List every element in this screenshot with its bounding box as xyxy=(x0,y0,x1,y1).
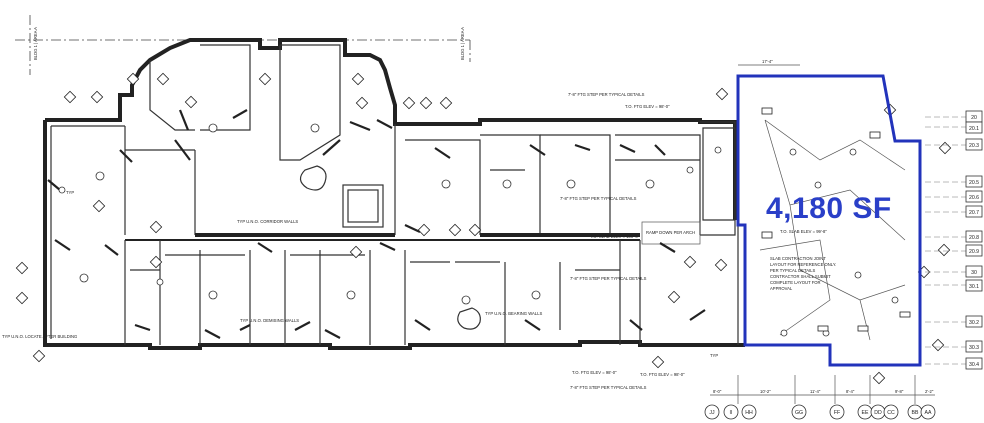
svg-text:DD: DD xyxy=(874,410,882,416)
note-slab-joint-line: COMPLETE LAYOUT FOR xyxy=(770,280,821,285)
unit-wall xyxy=(540,134,701,235)
note-to-ftg-bottom: T.O. FTG ELEV = 98'-0" xyxy=(572,370,617,375)
svg-text:20.1: 20.1 xyxy=(969,126,979,132)
bldg-label-right: BLDG 1 | AREA A xyxy=(460,27,465,60)
grid-bubbles-right xyxy=(965,110,983,370)
note-typ-bottom: TYP xyxy=(710,353,718,358)
note-to-ftg-top: T.O. FTG ELEV = 98'-0" xyxy=(625,104,670,109)
note-to-slab-mid: T.O. SLAB ELEV = 100'-0" xyxy=(590,234,640,239)
svg-text:20.9: 20.9 xyxy=(969,249,979,255)
note-ftg-step-bottom: 7'-8" FTG STEP PER TYPICAL DETAILS xyxy=(570,385,647,390)
utility-blob xyxy=(299,165,327,191)
svg-text:30.1: 30.1 xyxy=(969,284,979,290)
note-typ-demising: TYP U.N.O. DEMISING WALLS xyxy=(240,318,299,323)
svg-text:20: 20 xyxy=(971,115,977,121)
svg-text:10'-2": 10'-2" xyxy=(760,389,771,394)
unit-wall xyxy=(504,240,641,345)
note-ramp-down: RAMP DOWN PER ARCH xyxy=(646,230,695,235)
bldg-label-left: BLDG 1 | AREA A xyxy=(33,27,38,60)
svg-text:20.3: 20.3 xyxy=(969,143,979,149)
svg-text:20.7: 20.7 xyxy=(969,210,979,216)
svg-text:EE: EE xyxy=(862,410,869,416)
svg-text:II: II xyxy=(730,410,733,416)
note-left: TYP U.N.O. LOCATE AFTER BUILDING xyxy=(2,334,77,339)
note-ftg-step-top: 7'-8" FTG STEP PER TYPICAL DETAILS xyxy=(568,92,645,97)
elevation-markers xyxy=(15,72,952,385)
door-swings xyxy=(47,109,706,339)
svg-text:30.3: 30.3 xyxy=(969,345,979,351)
unit-wall xyxy=(124,126,196,235)
grid-bubbles-bottom xyxy=(704,404,936,420)
note-typ-corridor: TYP U.N.O. CORRIDOR WALLS xyxy=(237,219,298,224)
dimension-top: 17'-4" xyxy=(762,59,773,64)
grid-labels-right: 20 20.1 20.3 20.5 20.6 20.7 20.8 20.9 30… xyxy=(969,115,979,368)
note-slab-joint-line: LAYOUT FOR REFERENCE ONLY. xyxy=(770,262,836,267)
grid-labels-bottom: JJ II HH GG FF EE DD CC BB AA xyxy=(709,410,932,416)
svg-text:11'-4": 11'-4" xyxy=(810,389,821,394)
svg-text:20.6: 20.6 xyxy=(969,195,979,201)
svg-text:CC: CC xyxy=(887,410,895,416)
unit-wall xyxy=(149,44,251,131)
note-ftg-step-mid: 7'-8" FTG STEP PER TYPICAL DETAILS xyxy=(560,196,637,201)
svg-text:9'-8": 9'-8" xyxy=(895,389,904,394)
svg-text:BB: BB xyxy=(912,410,919,416)
note-to-slab-right: T.O. SLAB ELEV = 99'-8" xyxy=(780,229,827,234)
dimension-string-bottom: 8'-0" 10'-2" 11'-4" 8'-4" 9'-8" 2'-2" xyxy=(710,375,935,404)
stair-core xyxy=(342,184,384,228)
utility-blob xyxy=(457,307,481,330)
note-slab-joint-line: APPROVAL xyxy=(770,286,793,291)
svg-text:FF: FF xyxy=(834,410,840,416)
svg-text:20.5: 20.5 xyxy=(969,180,979,186)
stair-core xyxy=(347,189,379,223)
note-slab-joint-line: CONTRACTOR SHALL SUBMIT xyxy=(770,274,831,279)
unit-wall xyxy=(130,254,500,271)
note-typ-bearing: TYP U.N.O. BEARING WALLS xyxy=(485,311,542,316)
svg-text:8'-0": 8'-0" xyxy=(713,389,722,394)
exterior-wall xyxy=(45,38,737,220)
svg-text:30: 30 xyxy=(971,270,977,276)
svg-text:2'-2": 2'-2" xyxy=(925,389,934,394)
unit-wall xyxy=(700,121,736,236)
svg-text:30.4: 30.4 xyxy=(969,362,979,368)
note-slab-joint-line: SLAB CONTRACTION JOINT xyxy=(770,256,826,261)
unit-wall xyxy=(394,124,541,235)
grid-lines-right xyxy=(925,116,966,365)
svg-text:AA: AA xyxy=(925,410,932,416)
stair-core xyxy=(702,127,736,221)
svg-text:GG: GG xyxy=(795,410,803,416)
svg-text:30.2: 30.2 xyxy=(969,320,979,326)
note-ftg-step-low: 7'-8" FTG STEP PER TYPICAL DETAILS xyxy=(570,276,647,281)
svg-text:8'-4": 8'-4" xyxy=(846,389,855,394)
area-callout: 4,180 SF xyxy=(766,192,892,225)
svg-text:JJ: JJ xyxy=(709,410,715,416)
unit-wall xyxy=(124,240,406,345)
note-slab-joint-line: PER TYPICAL DETAILS xyxy=(770,268,816,273)
note-typ-left: TYP xyxy=(66,190,74,195)
unit-wall xyxy=(279,44,341,161)
svg-text:20.8: 20.8 xyxy=(969,235,979,241)
ramp xyxy=(641,221,701,245)
note-to-ftg-bottom-2: T.O. FTG ELEV = 98'-0" xyxy=(640,372,685,377)
svg-text:HH: HH xyxy=(745,410,753,416)
room-bubbles xyxy=(58,123,722,305)
interior-wall-face xyxy=(50,125,125,339)
area-highlight-outline xyxy=(736,74,922,367)
